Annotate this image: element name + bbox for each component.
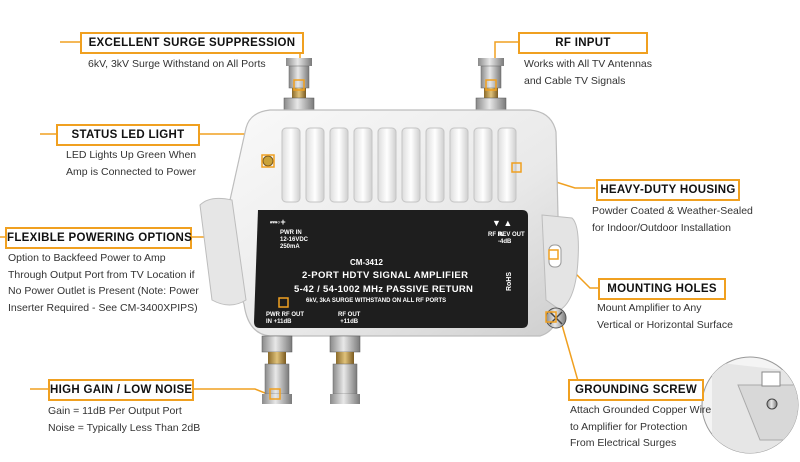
pwr-in-label: ⎓◦+ [270, 218, 286, 227]
surge-rating: 6kV, 3kA SURGE WITHSTAND ON ALL RF PORTS [306, 298, 447, 304]
desc-rf-input: Works with All TV Antennas and Cable TV … [524, 58, 653, 87]
desc-mounting-holes: Mount Amplifier to Any Vertical or Horiz… [597, 302, 733, 331]
rohs-mark: RoHS [506, 271, 514, 292]
desc-status-led: LED Lights Up Green When Amp is Connecte… [66, 149, 197, 178]
callout-grounding-screw: GROUNDING SCREW [568, 379, 704, 401]
callout-flexible-powering: FLEXIBLE POWERING OPTIONS [5, 227, 192, 249]
grounding-zoom-inset [701, 356, 799, 454]
desc-flexible-powering: Option to Backfeed Power to Amp Through … [8, 252, 199, 314]
port1-label: PWR RF OUT IN +11dB [266, 312, 304, 325]
power-spec-block: PWR IN 12-16VDC 250mA [280, 230, 309, 250]
model-number: CM-3412 [350, 258, 383, 267]
product-label-plate [254, 210, 528, 328]
top-connector-left [283, 58, 315, 113]
housing-ribs [281, 127, 517, 203]
bottom-connector-right [329, 335, 361, 404]
product-name: 2-PORT HDTV SIGNAL AMPLIFIER [302, 270, 469, 281]
rev-out-label: REV OUT -4dB [498, 232, 525, 245]
callout-rf-input: RF INPUT [518, 32, 648, 54]
desc-high-gain: Gain = 11dB Per Output Port Noise = Typi… [48, 405, 201, 434]
callout-status-led: STATUS LED LIGHT [56, 124, 200, 146]
port2-label: RF OUT +11dB [338, 312, 361, 325]
frequency-range: 5-42 / 54-1002 MHz PASSIVE RETURN [294, 284, 474, 295]
dc-power-symbol: ⎓◦+ [270, 217, 286, 227]
bottom-connector-left [261, 335, 293, 404]
top-connector-right [475, 58, 507, 113]
desc-grounding-screw: Attach Grounded Copper Wire to Amplifier… [570, 404, 712, 449]
rf-port-arrows: ▼ ▲ [492, 218, 513, 228]
rf-in-label: RF IN [488, 232, 504, 238]
desc-surge-suppression: 6kV, 3kV Surge Withstand on All Ports [88, 58, 266, 70]
desc-heavy-duty-housing: Powder Coated & Weather-Sealed for Indoo… [592, 205, 753, 234]
callout-surge-suppression: EXCELLENT SURGE SUPPRESSION [80, 32, 304, 54]
callout-mounting-holes: MOUNTING HOLES [598, 278, 726, 300]
callout-high-gain: HIGH GAIN / LOW NOISE [48, 379, 194, 401]
callout-heavy-duty-housing: HEAVY-DUTY HOUSING [596, 179, 740, 201]
